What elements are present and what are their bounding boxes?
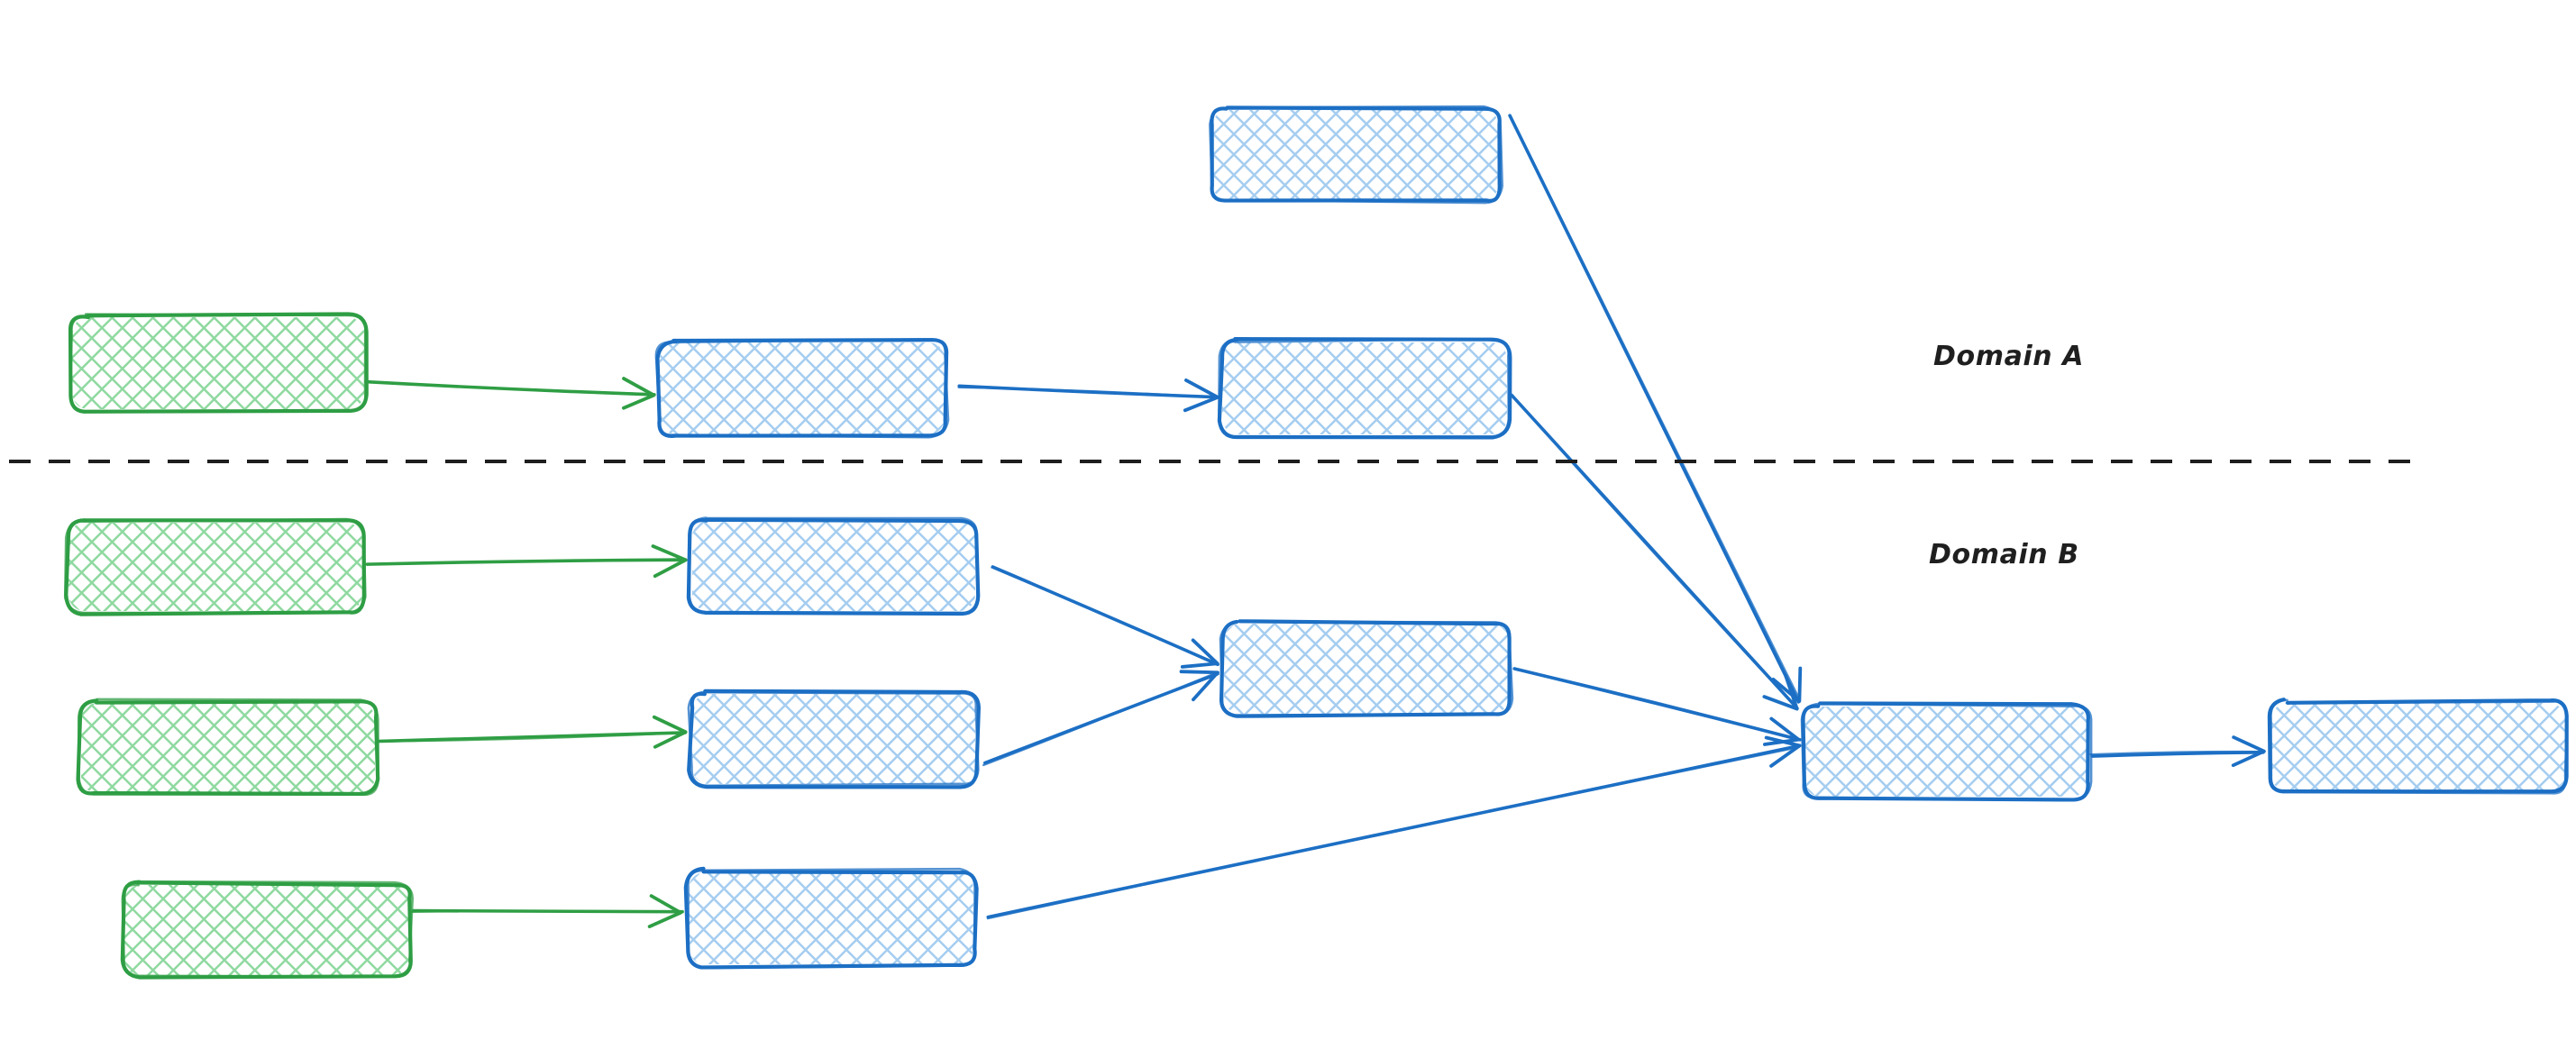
node-fill: [689, 872, 973, 964]
node-outline: [121, 880, 415, 979]
node-fill: [1212, 110, 1499, 200]
arrow-head: [1183, 378, 1219, 413]
connector-arrow[interactable]: [1508, 114, 1803, 704]
arrow-shaft: [991, 566, 1219, 667]
domain-label-b: Domain B: [1929, 539, 2079, 570]
label-layer: Domain A Domain B: [1929, 341, 2084, 570]
source-node[interactable]: [63, 517, 367, 616]
node-layer: [63, 105, 2569, 980]
connector-arrow[interactable]: [1510, 393, 1799, 711]
source-node[interactable]: [68, 312, 369, 414]
process-node[interactable]: [686, 516, 981, 616]
domain-label-a: Domain A: [1933, 341, 2084, 372]
arrow-shaft: [986, 746, 1800, 920]
process-node[interactable]: [1217, 337, 1512, 440]
arrow-head: [1762, 716, 1801, 746]
arrow-shaft: [1513, 667, 1801, 741]
node-fill: [124, 885, 409, 975]
connector-arrow[interactable]: [365, 544, 688, 579]
node-outline: [69, 313, 367, 413]
arrow-shaft: [1511, 394, 1798, 709]
process-node[interactable]: [1219, 619, 1514, 718]
arrow-shaft: [365, 559, 687, 565]
node-fill: [692, 694, 975, 784]
process-node[interactable]: [1800, 701, 2093, 802]
connector-arrow[interactable]: [2089, 735, 2266, 768]
connector-arrow[interactable]: [986, 735, 1802, 920]
arrow-shaft: [982, 671, 1218, 767]
node-fill: [81, 703, 375, 793]
node-fill: [1224, 624, 1509, 714]
process-node[interactable]: [687, 689, 981, 789]
node-outline: [2270, 698, 2569, 795]
arrow-head: [652, 715, 688, 749]
source-node[interactable]: [76, 698, 380, 797]
node-fill: [2271, 703, 2565, 791]
node-fill: [1222, 342, 1507, 434]
node-outline: [688, 516, 979, 615]
node-outline: [654, 338, 950, 439]
node-outline: [687, 690, 980, 788]
node-outline: [63, 517, 367, 615]
arrow-head: [1764, 735, 1802, 768]
node-fill: [692, 521, 975, 611]
node-fill: [72, 317, 364, 409]
arrow-shaft: [957, 386, 1217, 399]
arrow-shaft: [2089, 750, 2265, 756]
process-node[interactable]: [683, 866, 979, 970]
node-outline: [687, 689, 981, 789]
arrow-head: [651, 544, 688, 579]
source-node[interactable]: [120, 880, 415, 980]
arrow-head: [2231, 735, 2266, 768]
process-node[interactable]: [2267, 698, 2569, 795]
node-fill: [1804, 707, 2087, 797]
node-outline: [1219, 620, 1514, 717]
connector-arrow[interactable]: [375, 715, 688, 749]
node-outline: [1217, 337, 1511, 438]
connector-arrow[interactable]: [957, 378, 1219, 413]
arrow-shaft: [363, 380, 656, 396]
node-outline: [687, 867, 976, 970]
arrow-shaft: [1509, 114, 1802, 701]
node-fill: [660, 342, 945, 434]
connector-arrow[interactable]: [410, 894, 684, 928]
node-fill: [69, 523, 362, 611]
arrow-head: [1179, 670, 1219, 702]
process-node[interactable]: [1209, 105, 1504, 205]
connector-arrow[interactable]: [363, 377, 656, 410]
connector-arrow[interactable]: [1512, 667, 1802, 746]
arrow-head: [647, 894, 683, 928]
arrow-shaft: [410, 909, 682, 913]
connector-arrow[interactable]: [991, 565, 1219, 669]
arrow-head: [622, 377, 656, 410]
edge-layer: [363, 114, 2266, 928]
arrow-head: [1771, 666, 1803, 703]
node-outline: [77, 698, 380, 797]
arrow-head: [1180, 638, 1219, 669]
node-outline: [1800, 702, 2093, 801]
arrow-shaft: [377, 731, 687, 743]
arrow-head: [1762, 674, 1799, 711]
node-outline: [1209, 105, 1504, 205]
process-node[interactable]: [654, 338, 950, 439]
connector-arrow[interactable]: [982, 670, 1219, 767]
